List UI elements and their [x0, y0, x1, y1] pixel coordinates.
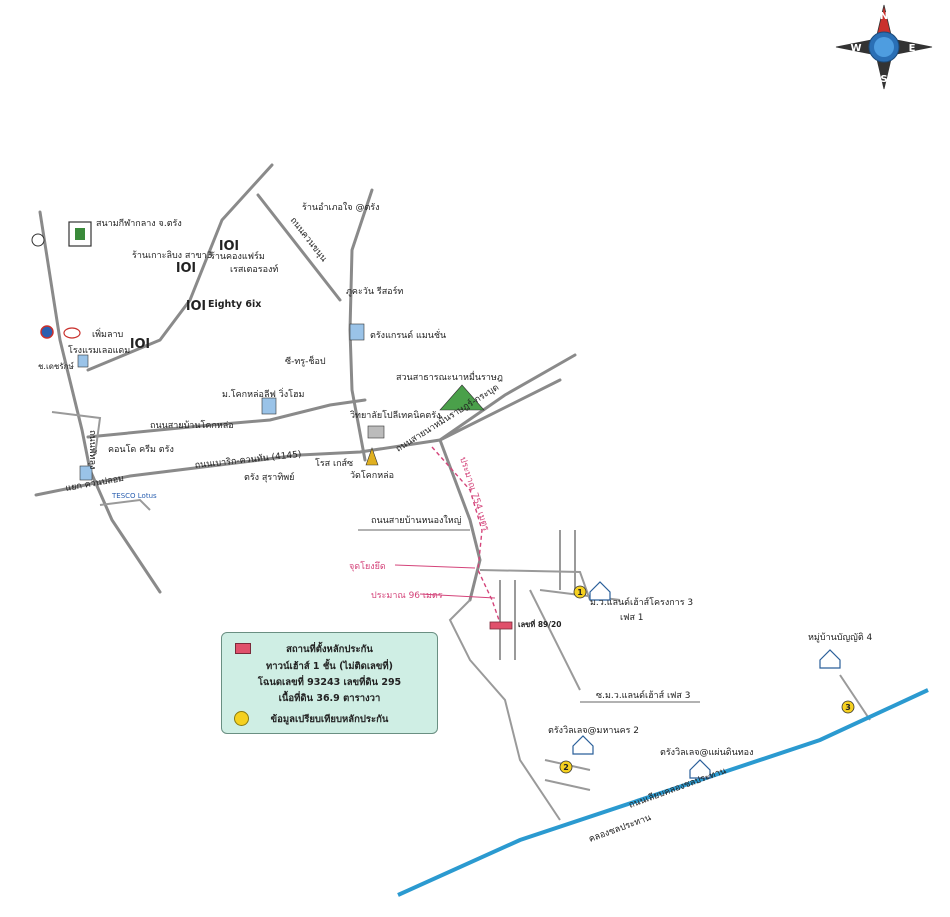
restaurant-icon: lOl lOl lOl lOl: [130, 239, 239, 352]
park-icon: [439, 384, 485, 411]
gas-station-icon: [40, 325, 54, 339]
svg-text:lOl: lOl: [219, 239, 239, 254]
annotation-junction: จุดโยงยึด: [349, 561, 386, 572]
label-number-tag: เลขที่ 89/20: [518, 618, 561, 629]
label-mooban-4: หมู่บ้านบัญญัติ 4: [808, 632, 873, 643]
road-khlong-canal: คลองชลประทาน: [588, 813, 653, 845]
legend-line3: โฉนดเลขที่ 93243 เลขที่ดิน 295: [257, 677, 402, 688]
label-ran-amkhoe: ร้านอำเภอใจ @ตรัง: [302, 202, 380, 213]
svg-text:1: 1: [577, 588, 583, 597]
label-trang-villa-2: ตรังวิลเลจ@มหานคร 2: [548, 725, 639, 736]
legend-compare-dot: [234, 711, 249, 726]
compare-marker-1: 1: [573, 585, 587, 599]
gas-station-icon: [63, 327, 81, 339]
svg-text:3: 3: [845, 703, 851, 712]
label-hotel: โรงแรมเลอแดม: [68, 345, 130, 356]
house-icon: [572, 581, 841, 779]
road-bypass: ถนนเบาริก-ควนทัน (4145): [194, 449, 302, 471]
road-nong-yai: ถนนสายบ้านหนองใหญ่: [371, 515, 462, 526]
svg-text:lOl: lOl: [186, 299, 206, 314]
road-network: [34, 163, 871, 821]
distance-96-line: [419, 593, 496, 599]
college-icon: [367, 425, 385, 439]
junction-line: [394, 564, 476, 569]
label-stadium: สนามกีฬากลาง จ.ตรัง: [96, 218, 182, 229]
road-phatthalung: ถนนพัทลุง: [87, 430, 97, 470]
label-wat: วัดโคกหล่อ: [350, 470, 394, 481]
compass-rose: N S E W: [835, 4, 933, 90]
label-phoem-lap: เพิ่มลาบ: [92, 327, 124, 340]
svg-text:lOl: lOl: [176, 261, 196, 276]
route-dashed: [431, 446, 501, 624]
legend-line2: ทาวน์เฮ้าส์ 1 ชั้น (ไม่ติดเลขที่): [266, 661, 393, 672]
legend-compare-label: ข้อมูลเปรียบเทียบหลักประกัน: [270, 714, 389, 725]
annotation-754: ประมาณ 754 เมตร: [457, 456, 490, 533]
label-phukha: ภูคะวัน รีสอร์ท: [346, 285, 403, 297]
label-kao-libong: ร้านเกาะลิบง สาขา3: [132, 250, 212, 261]
compass-e: E: [909, 43, 916, 54]
label-rose: โรส เกส์ซ: [315, 457, 353, 469]
label-sor-mor: ซ.ม.ว.แลนด์เฮ้าส์ เฟส 3: [596, 689, 691, 701]
legend-line4: เนื้อที่ดิน 36.9 ตารางวา: [278, 693, 381, 704]
label-khokloh-leaf: ม.โคกหล่อลีฟ วิ่งโฮม: [222, 387, 304, 400]
legend-site-swatch: [235, 643, 251, 654]
label-trang-grand: ตรังแกรนด์ แมนชั่น: [370, 328, 446, 341]
label-ch-deng: ช.เดชรักษ์: [38, 361, 74, 371]
road-khlong: ถนนเลียบคลองชลประทาน: [627, 765, 727, 811]
label-restaurant: เรสเตอรองท์: [230, 263, 278, 275]
map-legend: สถานที่ตั้งหลักประกัน ทาวน์เฮ้าส์ 1 ชั้น…: [221, 632, 438, 734]
compass-w: W: [850, 43, 861, 54]
compass-s: S: [880, 74, 887, 85]
label-trang-villa-nong: ตรังวิลเลจ@แผ่นดินทอง: [660, 747, 753, 758]
canal: [397, 688, 929, 897]
svg-text:2: 2: [563, 763, 569, 772]
gas-station-icon: [31, 233, 45, 247]
compass-n: N: [880, 11, 888, 22]
svg-text:lOl: lOl: [130, 337, 150, 352]
label-eighty-six: Eighty 6ix: [208, 299, 261, 310]
collateral-site: [489, 621, 513, 630]
compare-marker-2: 2: [559, 760, 573, 774]
label-park: สวนสาธารณะนาหมื่นราษฎ: [396, 370, 503, 383]
building-icon: [77, 323, 365, 481]
label-trang-surat: ตรัง สุราทิพย์: [244, 471, 294, 483]
label-yaek-khuan: แยก ควนปลอม: [65, 474, 125, 494]
compare-marker-3: 3: [841, 700, 855, 714]
label-poly: วิทยาลัยโปลีเทคนิคตรัง: [350, 410, 440, 421]
label-tesco: TESCO Lotus: [111, 492, 157, 500]
legend-site-label: สถานที่ตั้งหลักประกัน: [286, 644, 373, 655]
label-phase-1: เฟส 1: [620, 613, 644, 623]
temple-icon: [365, 447, 379, 466]
annotation-96: ประมาณ 96 เมตร: [371, 591, 443, 601]
label-land-house-3: ม.ว.แลนด์เฮ้าส์โครงการ 3: [590, 596, 693, 608]
label-khong-farm: ร้านคองแฟร์ม: [210, 250, 265, 262]
label-se-thru: ซี-ทรู-ช็อป: [285, 354, 326, 367]
label-condo: คอนโด ครีม ตรัง: [108, 444, 174, 455]
road-khokloh: ถนนสายบ้านโคกหล่อ: [150, 420, 234, 431]
